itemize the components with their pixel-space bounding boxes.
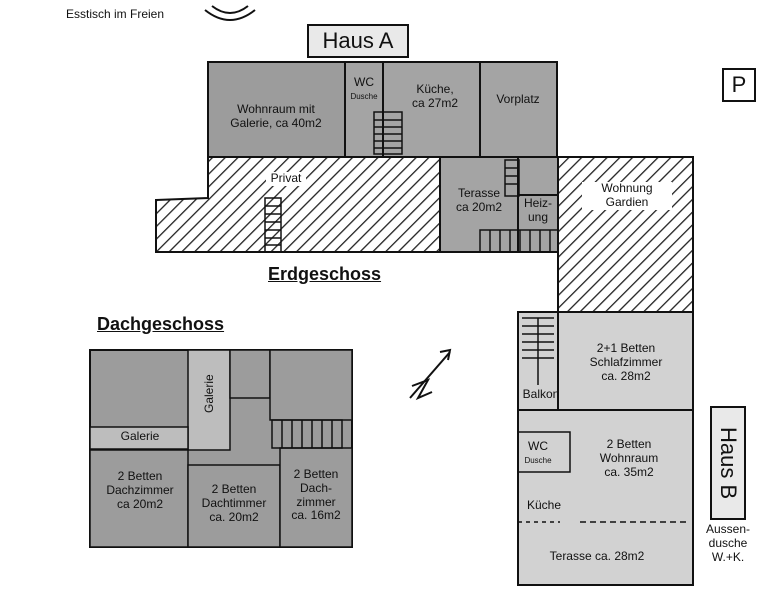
dach-zimmer3-room [279, 447, 353, 548]
label-terasse-a: Terasse ca 20m2 [455, 186, 503, 214]
label-dachzimmer-3: 2 Betten Dach- zimmer ca. 16m2 [291, 467, 341, 523]
haus-b-title: Haus B [710, 406, 746, 520]
room-schlafzimmer [557, 311, 694, 411]
label-wc-b: WC [528, 439, 548, 453]
label-dusche-b: Dusche [524, 456, 552, 465]
label-galerie: Galerie [120, 429, 160, 443]
label-kueche-b: Küche [526, 498, 562, 512]
label-galerie-vertical: Galerie [202, 374, 216, 414]
label-heizung: Heiz- ung [523, 196, 552, 224]
label-dachzimmer-2: 2 Betten Dachtimmer ca. 20m2 [201, 482, 267, 524]
dach-right-room [269, 349, 353, 421]
room-corridor-a [517, 156, 559, 196]
heading-dachgeschoss: Dachgeschoss [97, 314, 225, 334]
stairs-haus-b [517, 317, 690, 523]
haus-a-title: Haus A [307, 24, 409, 58]
dachgeschoss-plan [89, 349, 353, 548]
label-vorplatz: Vorplatz [496, 92, 540, 106]
label-wohnraum-b: 2 Betten Wohnraum ca. 35m2 [599, 437, 659, 479]
esstisch-label: Esstisch im Freien [66, 7, 165, 21]
label-balkon: Balkon [522, 387, 560, 401]
stairs-haus-a [264, 111, 559, 253]
room-wohnraum [207, 61, 346, 158]
label-dachzimmer-1: 2 Betten Dachzimmer ca 20m2 [106, 469, 174, 511]
dach-zimmer2-room [187, 464, 281, 548]
label-wc: WC [354, 75, 374, 89]
dach-middle-room [229, 349, 271, 399]
north-arrow-icon [409, 348, 452, 401]
room-vorplatz [479, 61, 558, 158]
label-wohnung-gardien: Wohnung Gardien [582, 181, 672, 210]
erdgeschoss-plan [155, 61, 694, 313]
label-schlafzimmer: 2+1 Betten Schlafzimmer ca. 28m2 [589, 341, 663, 383]
label-wohnraum: Wohnraum mit Galerie, ca 40m2 [230, 102, 322, 130]
dach-galerie-room [89, 426, 189, 450]
stairs-dach [271, 419, 343, 449]
heading-erdgeschoss: Erdgeschoss [268, 264, 382, 284]
table-icon [204, 5, 256, 21]
label-terasse-b: Terasse ca. 28m2 [549, 549, 645, 563]
room-terasse-a [439, 156, 519, 253]
label-privat: Privat [266, 171, 306, 186]
haus-b-plan [517, 311, 694, 586]
label-dusche: Dusche [350, 92, 378, 101]
dach-galerie-corridor [187, 349, 231, 451]
parking-sign: P [722, 68, 756, 102]
room-heizung [517, 194, 559, 253]
dach-zimmer1-room [89, 449, 189, 548]
label-kueche: Küche, ca 27m2 [411, 82, 459, 110]
room-wohnraum-b [517, 409, 694, 586]
label-aussendusche: Aussen- dusche W.+K. [705, 522, 751, 564]
